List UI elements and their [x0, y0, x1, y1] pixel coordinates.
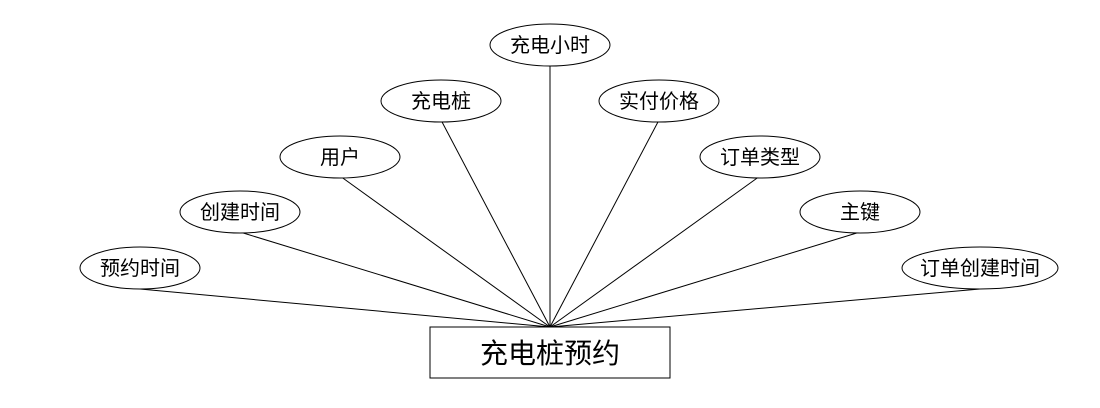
attribute-user: 用户 [279, 135, 401, 179]
attribute-label: 订单类型 [720, 145, 800, 169]
connector-create-time [239, 231, 551, 328]
attribute-charging-hours: 充电小时 [489, 23, 611, 67]
connector-actual-price [549, 119, 660, 328]
connector-user [339, 175, 551, 328]
attribute-label: 创建时间 [200, 200, 280, 224]
attribute-create-time: 创建时间 [179, 190, 301, 234]
connector-lines [139, 63, 981, 328]
connector-primary-key [549, 231, 861, 328]
attribute-label: 充电小时 [510, 33, 590, 57]
attribute-label: 预约时间 [100, 256, 180, 280]
attribute-label: 订单创建时间 [920, 256, 1040, 280]
attribute-actual-price: 实付价格 [598, 79, 720, 123]
attribute-label: 充电桩 [411, 89, 471, 113]
attribute-reservation-time: 预约时间 [79, 246, 201, 290]
connector-order-create-time [549, 288, 981, 328]
connector-order-type [549, 175, 761, 328]
attribute-charging-pile: 充电桩 [380, 79, 502, 123]
connector-charging-pile [440, 119, 551, 328]
attribute-label: 实付价格 [619, 89, 699, 113]
attribute-order-create-time: 订单创建时间 [901, 246, 1059, 290]
attribute-label: 用户 [320, 145, 360, 169]
attribute-label: 主键 [840, 200, 880, 224]
attribute-primary-key: 主键 [799, 190, 921, 234]
entity-box: 充电桩预约 [429, 326, 671, 379]
entity-label: 充电桩预约 [480, 337, 620, 370]
attribute-order-type: 订单类型 [699, 135, 821, 179]
connector-reservation-time [139, 288, 551, 328]
